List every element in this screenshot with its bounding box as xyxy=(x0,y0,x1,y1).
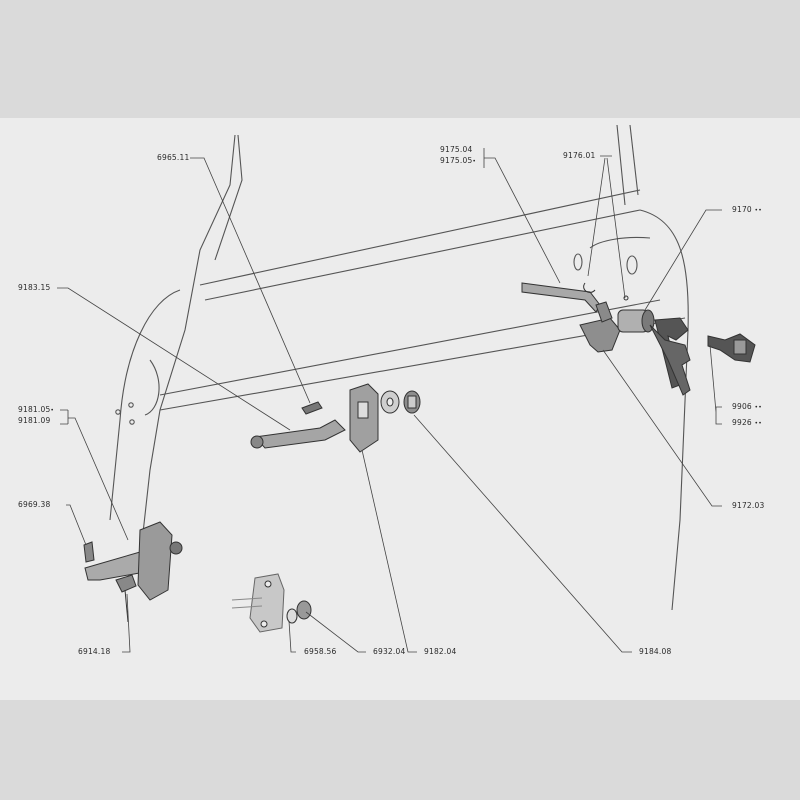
marker-double-dot: •• xyxy=(754,404,762,411)
leader-6932-04 xyxy=(305,611,366,653)
key-2 xyxy=(649,324,691,396)
label-9926: 9926 •• xyxy=(732,418,762,427)
marker-dot: • xyxy=(50,407,55,414)
leader-9181 xyxy=(60,409,129,541)
hinge-plate xyxy=(137,521,173,601)
leader-9184-08 xyxy=(413,414,632,653)
leader-9182-04 xyxy=(361,449,417,653)
label-9175-05: 9175.05• xyxy=(440,156,477,165)
pin xyxy=(83,541,95,563)
leader-9170 xyxy=(644,209,722,311)
label-6932-04: 6932.04 xyxy=(373,647,406,656)
leader-6914-18 xyxy=(122,593,131,653)
door-top-rail-inner xyxy=(204,209,641,301)
label-9906: 9906 •• xyxy=(732,402,762,411)
spring-clip xyxy=(583,282,596,293)
leader-9183-15 xyxy=(57,287,291,431)
door-belt-line-2 xyxy=(159,299,661,396)
label-9172-03: 9172.03 xyxy=(732,501,765,510)
marker-double-dot: •• xyxy=(754,420,762,427)
window-frame-rear xyxy=(616,124,626,206)
pillar-line xyxy=(214,134,243,261)
label-9181-09: 9181.09 xyxy=(18,416,51,425)
screw xyxy=(301,401,323,415)
marker-dot: • xyxy=(472,158,477,165)
leader-6965-11 xyxy=(190,157,311,404)
leader-9175 xyxy=(483,148,561,284)
label-9181-05: 9181.05• xyxy=(18,405,55,414)
label-9182-04: 9182.04 xyxy=(424,647,457,656)
leader-9176-01 xyxy=(587,155,626,299)
lock-body xyxy=(579,317,621,353)
door-outline xyxy=(139,134,236,561)
spare-key xyxy=(707,333,756,363)
striker-plate xyxy=(249,573,285,633)
door-top-rail xyxy=(199,189,641,286)
label-6969-38: 6969.38 xyxy=(18,500,51,509)
window-frame-rear-2 xyxy=(629,124,639,196)
leader-9906 xyxy=(709,344,722,425)
label-9183-15: 9183.15 xyxy=(18,283,51,292)
label-6965-11: 6965.11 xyxy=(157,153,190,162)
label-9176-01: 9176.01 xyxy=(563,151,596,160)
label-9184-08: 9184.08 xyxy=(639,647,672,656)
leader-9172-03 xyxy=(602,349,722,507)
label-6958-56: 6958.56 xyxy=(304,647,337,656)
marker-double-dot: •• xyxy=(754,207,762,214)
label-6914-18: 6914.18 xyxy=(78,647,111,656)
leader-6969-38 xyxy=(66,504,87,546)
label-9175-04: 9175.04 xyxy=(440,145,473,154)
door-front-edge xyxy=(109,289,181,521)
door-rear-edge xyxy=(639,209,689,611)
leader-6958-56 xyxy=(288,620,296,653)
catalog-sheet xyxy=(0,118,800,700)
bolt xyxy=(115,574,137,593)
door-handle-sketch xyxy=(589,236,651,249)
lock-rod xyxy=(521,282,601,313)
inner-rod xyxy=(253,419,346,449)
label-9170: 9170 •• xyxy=(732,205,762,214)
